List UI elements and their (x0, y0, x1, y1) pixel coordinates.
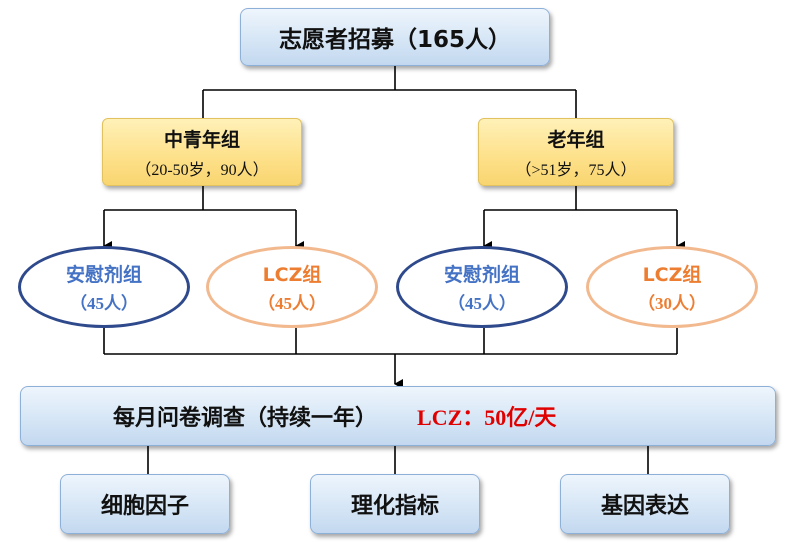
survey-label: 每月问卷调查（持续一年） (113, 406, 378, 431)
outcome-physchem-label: 理化指标 (350, 494, 439, 519)
placebo-arm-left-label: 安慰剂组 (65, 264, 142, 286)
outcome-gene-expression-box: 基因表达 (560, 474, 730, 534)
dose-label: LCZ：50亿/天 (417, 405, 557, 430)
elderly-group-box: 老年组 （>51岁，75人） (478, 118, 674, 186)
lcz-arm-left-count: （45人） (258, 294, 326, 313)
placebo-arm-left: 安慰剂组 （45人） (18, 246, 190, 328)
lcz-arm-left: LCZ组 （45人） (206, 246, 378, 328)
recruitment-box: 志愿者招募（165人） (240, 8, 550, 66)
outcome-gene-expression-label: 基因表达 (600, 494, 689, 519)
elderly-group-label: 老年组 (547, 128, 605, 151)
survey-box: 每月问卷调查（持续一年） LCZ：50亿/天 (20, 386, 776, 446)
middle-aged-group-detail: （20-50岁，90人） (135, 161, 269, 179)
lcz-arm-right: LCZ组 （30人） (586, 246, 758, 328)
lcz-arm-right-count: （30人） (638, 294, 706, 313)
middle-aged-group-box: 中青年组 （20-50岁，90人） (102, 118, 302, 186)
outcome-cytokines-label: 细胞因子 (100, 494, 189, 519)
elderly-group-detail: （>51岁，75人） (515, 161, 637, 179)
lcz-arm-right-label: LCZ组 (642, 264, 702, 286)
placebo-arm-left-count: （45人） (70, 294, 138, 313)
recruitment-label: 志愿者招募（165人） (278, 27, 511, 53)
placebo-arm-right: 安慰剂组 （45人） (396, 246, 568, 328)
placebo-arm-right-count: （45人） (448, 294, 516, 313)
outcome-cytokines-box: 细胞因子 (60, 474, 230, 534)
middle-aged-group-label: 中青年组 (163, 128, 240, 151)
outcome-physchem-box: 理化指标 (310, 474, 480, 534)
placebo-arm-right-label: 安慰剂组 (443, 264, 520, 286)
lcz-arm-left-label: LCZ组 (262, 264, 322, 286)
